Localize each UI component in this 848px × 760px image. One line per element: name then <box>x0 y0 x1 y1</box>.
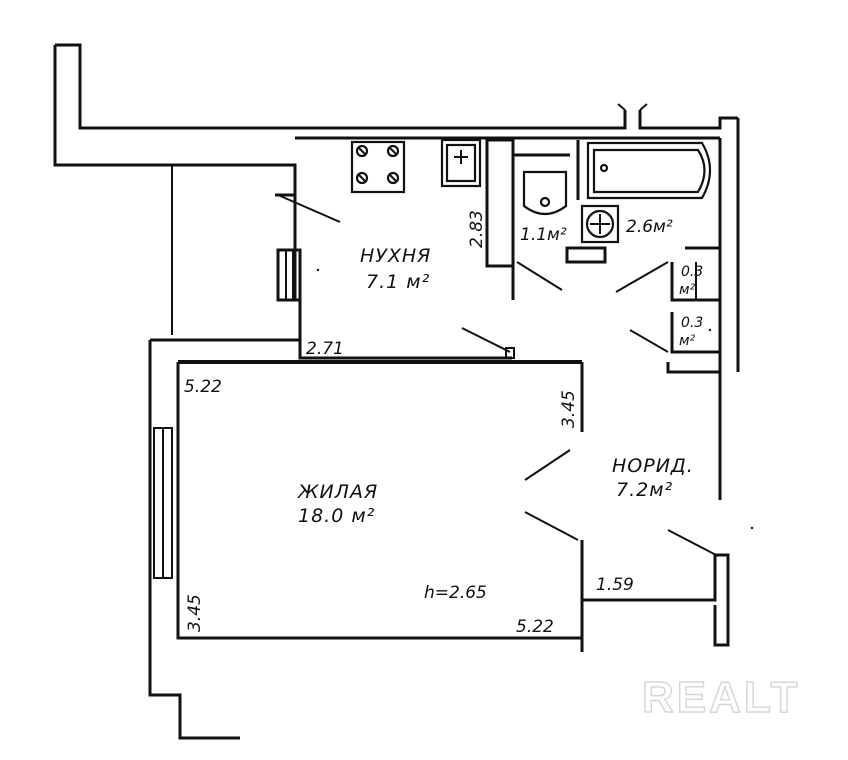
bath-door <box>615 261 669 293</box>
living-right-dim: 3.45 <box>559 390 579 428</box>
corridor-name: НОРИД. <box>612 455 694 477</box>
bath-area: 2.6м² <box>626 217 673 237</box>
kitchen-name: НУХНЯ <box>360 245 431 267</box>
living-door-bottom <box>524 511 579 541</box>
closet-1-unit: м² <box>679 282 696 298</box>
kitchen-room <box>277 194 515 360</box>
wc-door <box>516 261 563 291</box>
living-door-top <box>524 449 571 481</box>
living-room <box>148 338 584 740</box>
kitchen-height-dim: 2.83 <box>467 210 487 248</box>
closet-2-unit: м² <box>679 333 696 349</box>
toilet-icon <box>522 170 568 216</box>
closet-door <box>629 329 669 353</box>
room-labels: НУХНЯ 7.1 м² ЖИЛАЯ 18.0 м² НОРИД. 7.2м² … <box>297 217 703 527</box>
kitchen-width-dim: 2.71 <box>306 339 344 359</box>
ceiling-height: h=2.65 <box>424 583 487 603</box>
wet-core-walls <box>485 138 720 354</box>
corridor-area: 7.2м² <box>616 479 673 501</box>
closet-1-area: 0.3 <box>681 264 703 280</box>
kitchen-door <box>461 327 511 353</box>
living-area: 18.0 м² <box>298 505 375 527</box>
living-name: ЖИЛАЯ <box>297 481 378 503</box>
wc-area: 1.1м² <box>520 225 567 245</box>
watermark-logo: REALT <box>642 673 800 722</box>
living-bottom-dim: 5.22 <box>516 617 554 637</box>
living-left-dim: 3.45 <box>185 594 205 632</box>
living-top-dim: 5.22 <box>184 377 222 397</box>
kitchen-area: 7.1 м² <box>366 271 430 293</box>
dimension-labels: 2.83 2.71 5.22 5.22 3.45 3.45 1.59 h=2.6… <box>184 210 634 637</box>
kitchen-balcony-door <box>277 194 341 223</box>
bathtub-icon <box>586 141 712 200</box>
kitchen-sink-icon <box>440 138 482 188</box>
washbasin-icon <box>580 204 620 244</box>
exterior-walls <box>53 43 740 500</box>
corridor-area <box>316 268 754 647</box>
closet-2-area: 0.3 <box>681 315 703 331</box>
corridor-width-dim: 1.59 <box>596 575 634 595</box>
entrance-door <box>667 529 719 557</box>
stove-icon <box>350 140 406 194</box>
